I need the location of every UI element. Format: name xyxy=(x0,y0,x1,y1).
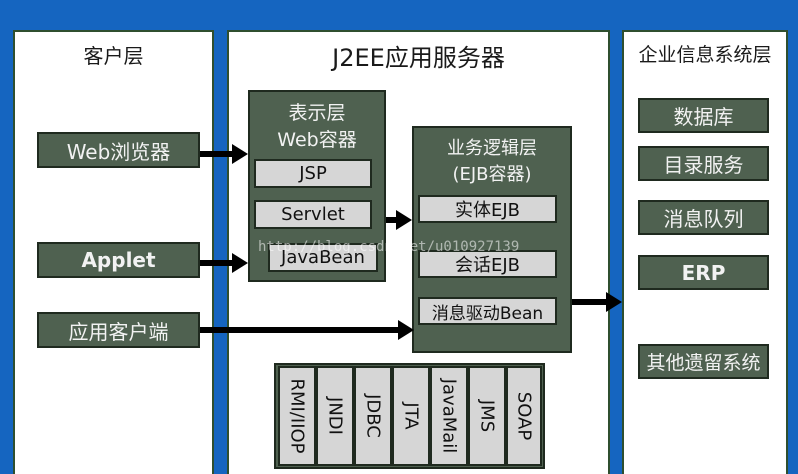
rmi-iiop-service: RMI/IIOP xyxy=(278,366,316,466)
javamail-service: JavaMail xyxy=(430,366,468,466)
web-container-title: Web容器 xyxy=(277,129,357,151)
jms-label: JMS xyxy=(476,399,498,433)
client-tier-title: 客户层 xyxy=(83,44,144,68)
web-browser-box: Web浏览器 xyxy=(37,132,200,168)
rmi-iiop-label: RMI/IIOP xyxy=(286,378,308,454)
jms-service: JMS xyxy=(468,366,506,466)
jdbc-label: JDBC xyxy=(362,394,384,438)
business-layer-title: 业务逻辑层 xyxy=(447,138,537,159)
jta-label: JTA xyxy=(400,402,422,430)
server-tier-title: J2EE应用服务器 xyxy=(332,44,505,72)
arrow-web-browser-to-presentation xyxy=(200,144,248,164)
arrow-app-client-to-business xyxy=(200,320,414,340)
jdbc-service: JDBC xyxy=(354,366,392,466)
arrow-presentation-to-business xyxy=(386,210,412,230)
legacy-systems-box: 其他遗留系统 xyxy=(638,344,769,379)
entity-ejb-box: 实体EJB xyxy=(418,195,557,223)
applet-box: Applet xyxy=(37,242,200,278)
ejb-container-title: (EJB容器) xyxy=(452,164,532,185)
directory-service-box: 目录服务 xyxy=(638,146,769,181)
eis-tier-panel: 企业信息系统层 xyxy=(622,30,788,474)
app-client-box: 应用客户端 xyxy=(37,312,200,348)
soap-service: SOAP xyxy=(506,366,542,466)
eis-tier-title: 企业信息系统层 xyxy=(638,44,772,66)
soap-label: SOAP xyxy=(513,391,535,441)
presentation-layer-title: 表示层 xyxy=(288,102,346,124)
javamail-label: JavaMail xyxy=(438,378,460,454)
database-box: 数据库 xyxy=(638,98,769,133)
session-ejb-box: 会话EJB xyxy=(418,250,557,278)
mdb-box: 消息驱动Bean xyxy=(418,297,557,325)
jndi-service: JNDI xyxy=(316,366,354,466)
jsp-box: JSP xyxy=(254,159,372,188)
watermark: http://blog.csdn.net/u010927139 xyxy=(258,239,520,255)
arrow-applet-to-presentation xyxy=(200,253,248,273)
servlet-box: Servlet xyxy=(254,200,372,229)
arrow-business-to-eis xyxy=(572,292,622,312)
jndi-label: JNDI xyxy=(324,397,346,435)
erp-box: ERP xyxy=(638,255,769,290)
javabean-box: JavaBean xyxy=(268,243,378,272)
message-queue-box: 消息队列 xyxy=(638,200,769,235)
jta-service: JTA xyxy=(392,366,430,466)
